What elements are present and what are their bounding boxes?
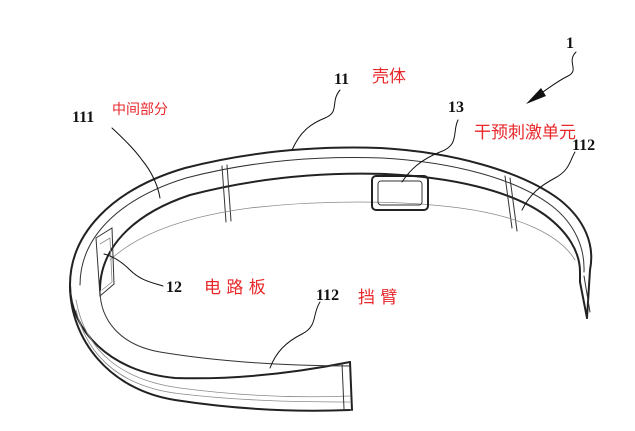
label-arm-bottom-number: 112 xyxy=(316,287,339,304)
label-arm-right-number: 112 xyxy=(572,137,595,154)
label-device-number: 1 xyxy=(566,35,574,52)
headband-shell xyxy=(69,146,593,412)
label-shell-text: 壳体 xyxy=(372,67,406,87)
label-arm-bottom-text: 挡 臂 xyxy=(358,288,397,308)
label-circuit-board-text: 电 路 板 xyxy=(204,278,266,298)
label-shell-number: 11 xyxy=(334,71,349,88)
label-stim-unit-number: 13 xyxy=(448,99,464,116)
annotations: 1 11 壳体 111 中间部分 13 干预刺激单元 112 12 电 路 板 … xyxy=(72,35,595,308)
label-middle-part-number: 111 xyxy=(72,109,94,126)
label-circuit-board-number: 12 xyxy=(166,279,182,296)
label-stim-unit-text: 干预刺激单元 xyxy=(474,123,576,143)
arrow-head-icon xyxy=(526,88,546,104)
label-middle-part-text: 中间部分 xyxy=(112,102,168,118)
leader-lines xyxy=(103,51,577,369)
